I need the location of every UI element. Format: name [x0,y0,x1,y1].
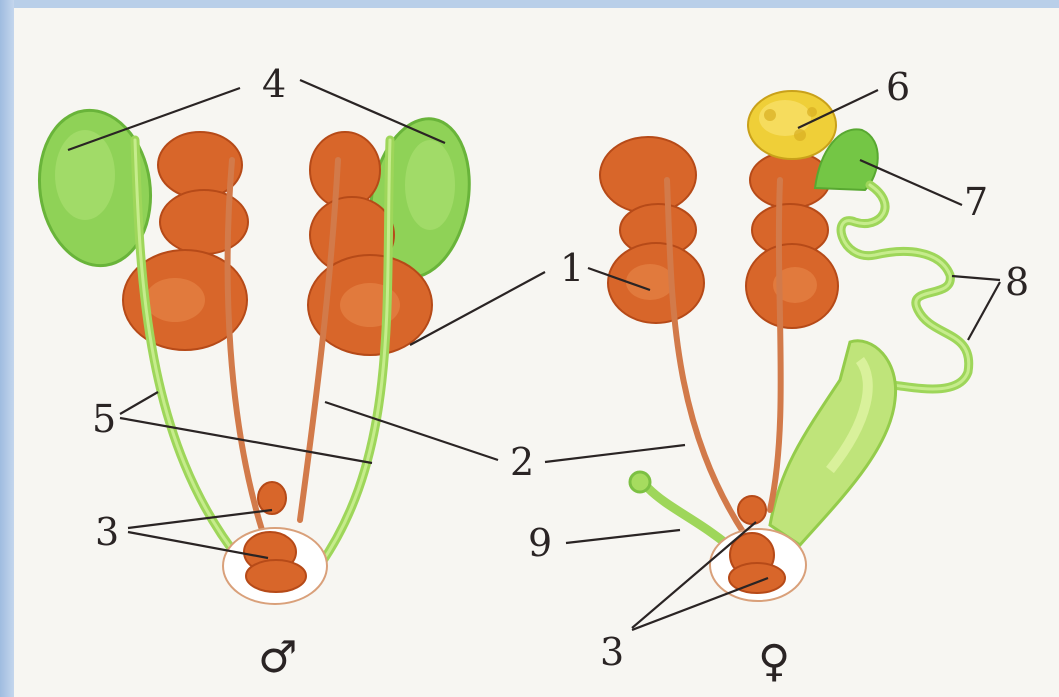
male-bladder-top [258,482,286,514]
uterus [770,341,896,545]
female-system [600,91,969,601]
label-3-female: 3 [600,630,624,674]
label-4: 4 [262,62,286,106]
male-symbol: ♂ [258,632,297,683]
label-8: 8 [1005,260,1029,304]
label-7: 7 [964,180,988,224]
right-testis-highlight [405,140,455,230]
label-9: 9 [528,521,552,565]
label-5: 5 [92,397,116,441]
label-3-male: 3 [95,510,119,554]
female-symbol: ♀ [758,636,790,687]
label-1: 1 [560,246,584,290]
female-bladder-top [738,496,766,524]
label-2: 2 [510,440,534,484]
female-left-kidney [600,137,704,323]
label-6: 6 [886,65,910,109]
rudimentary-duct-end [630,472,650,492]
